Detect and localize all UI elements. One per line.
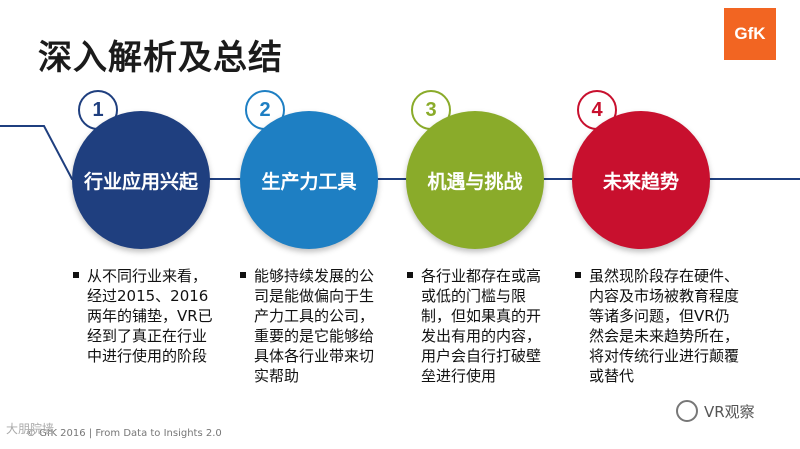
step-circle-3: 机遇与挑战 (406, 111, 544, 249)
step-label-4: 未来趋势 (602, 170, 679, 193)
watermark-right: VR观察 (676, 400, 755, 422)
step-description-2: 能够持续发展的公司是能做偏向于生产力工具的公司，重要的是它能够给具体各行业带来切… (240, 266, 388, 386)
step-label-1: 行业应用兴起 (83, 170, 198, 193)
watermark-left: 大朋院墙 (6, 422, 55, 436)
step-description-4: 虽然现阶段存在硬件、内容及市场被教育程度等诸多问题，但VR仍然会是未来趋势所在，… (575, 266, 739, 386)
step-circle-2: 生产力工具 (240, 111, 378, 249)
step-circle-1: 行业应用兴起 (72, 111, 210, 249)
bullet-icon (73, 272, 79, 278)
step-description-1: 从不同行业来看，经过2015、2016两年的铺垫，VR已经到了真正在行业中进行使… (73, 266, 217, 366)
step-circle-4: 未来趋势 (572, 111, 710, 249)
step-description-3: 各行业都存在或高或低的门槛与限制，但如果真的开发出有用的内容，用户会自行打破壁垒… (407, 266, 555, 386)
wechat-icon (676, 400, 698, 422)
bullet-icon (407, 272, 413, 278)
bullet-icon (575, 272, 581, 278)
bullet-icon (240, 272, 246, 278)
page-title: 深入解析及总结 (38, 38, 283, 78)
gfk-logo: GfK (724, 8, 776, 60)
step-label-3: 机遇与挑战 (427, 170, 523, 193)
step-label-2: 生产力工具 (261, 170, 357, 193)
footer-copyright: © GfK 2016 | From Data to Insights 2.0 (26, 428, 222, 439)
